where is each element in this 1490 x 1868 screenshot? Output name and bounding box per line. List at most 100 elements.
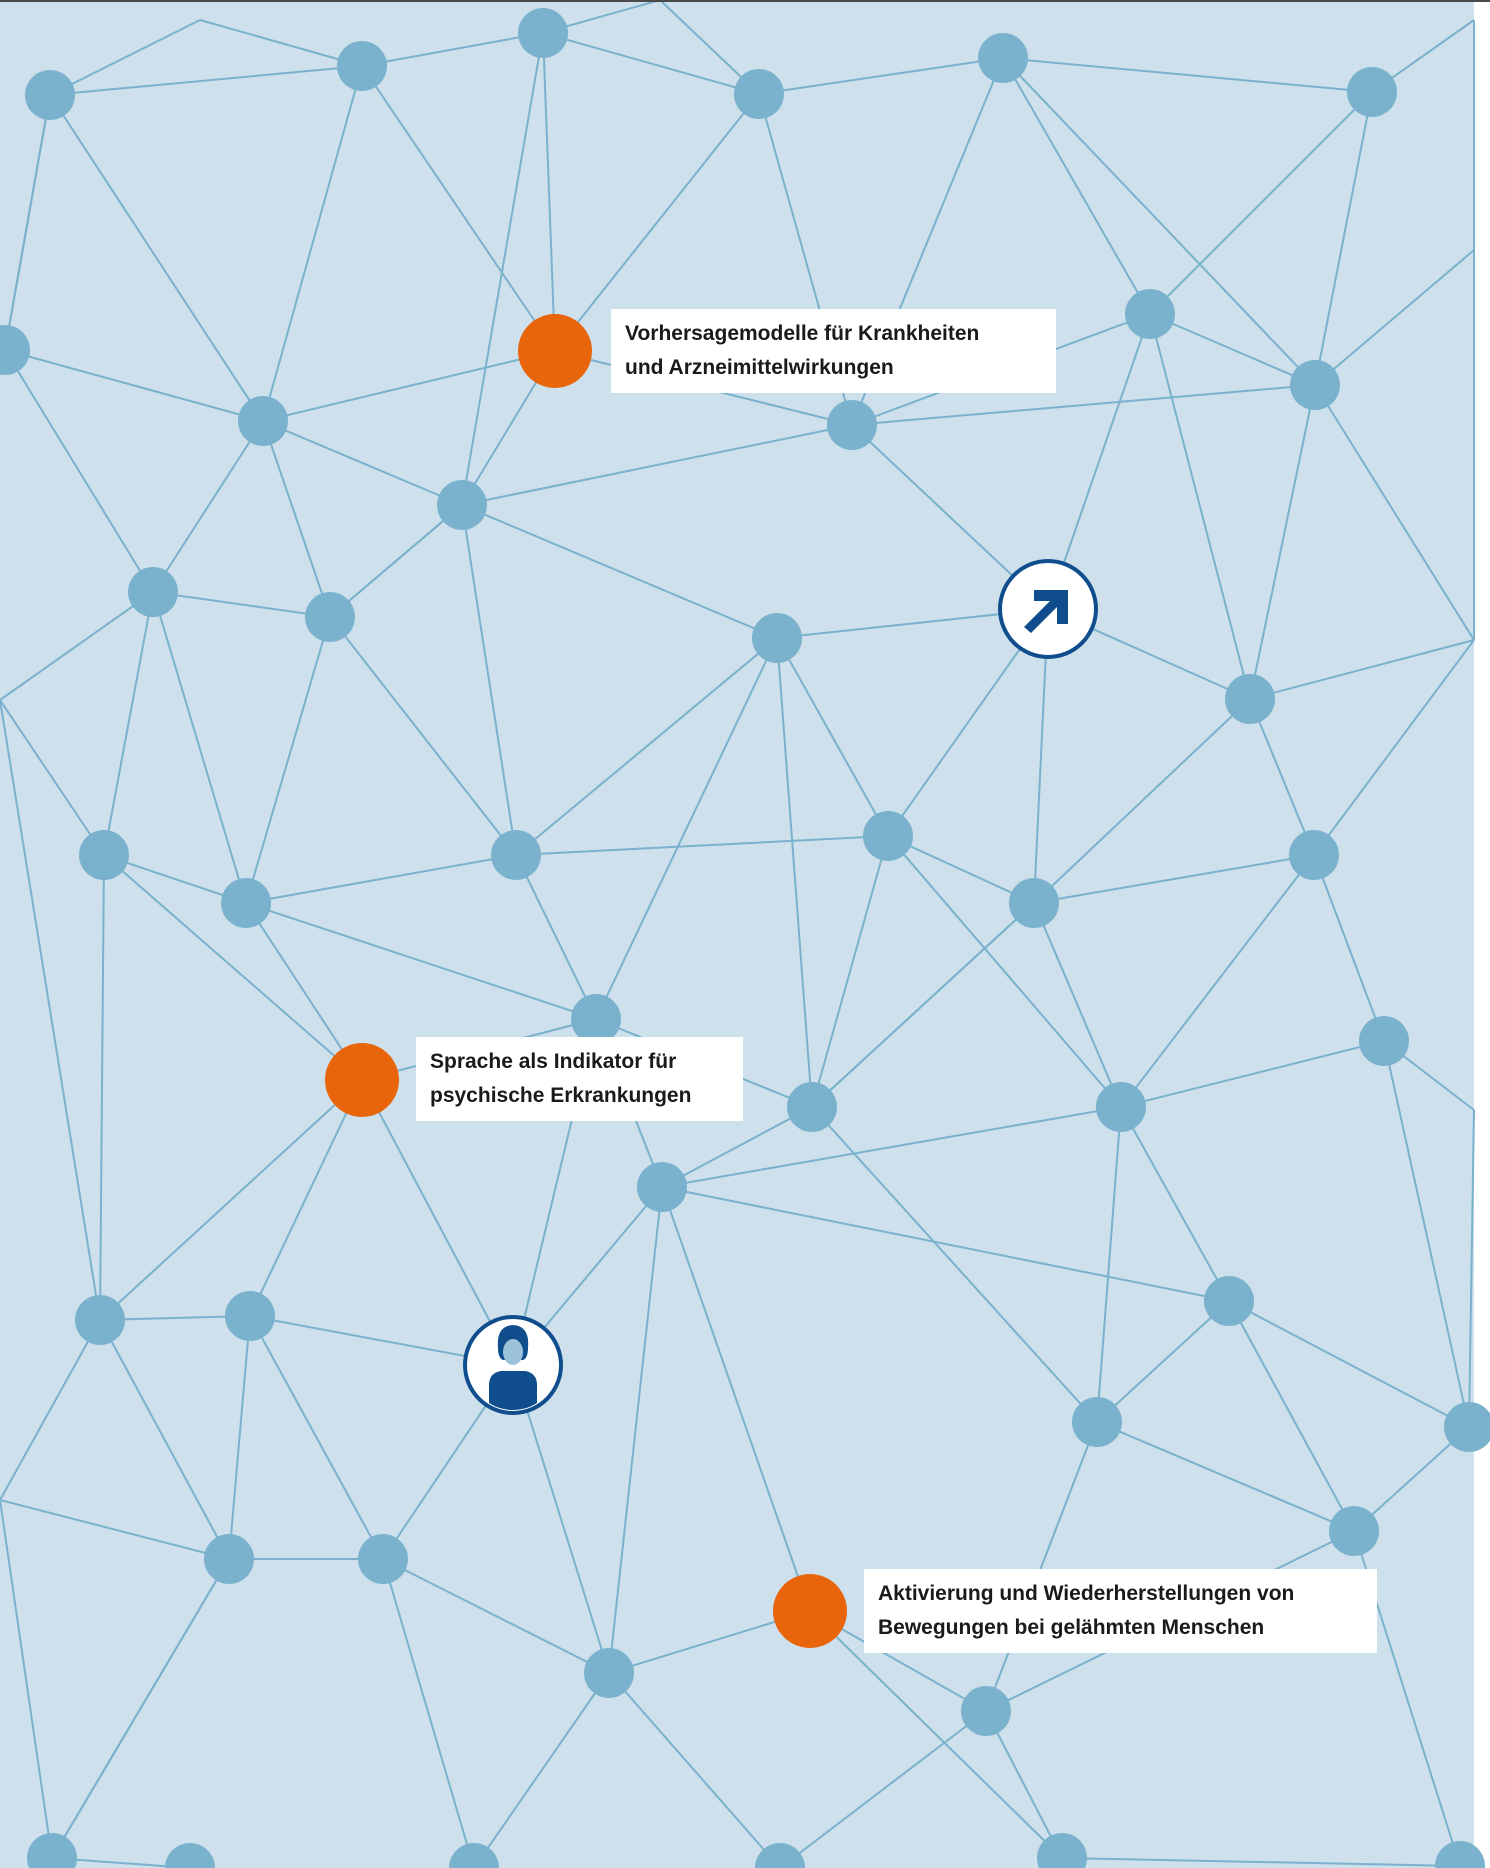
network-edge <box>99 854 105 1321</box>
network-node <box>752 613 802 663</box>
network-node <box>978 33 1028 83</box>
network-edge <box>473 1672 610 1868</box>
network-edge <box>809 1610 1063 1859</box>
arrow-up-right-icon <box>998 559 1098 659</box>
network-node <box>827 400 877 450</box>
network-edge <box>262 350 556 422</box>
network-edge <box>1149 91 1373 315</box>
network-edge <box>985 1421 1098 1712</box>
network-edge <box>1228 1300 1355 1532</box>
network-edge <box>99 1319 230 1560</box>
network-edge <box>0 1319 101 1501</box>
network-node <box>1290 360 1340 410</box>
network-node <box>1289 830 1339 880</box>
network-edge <box>811 835 889 1108</box>
person-icon <box>463 1315 563 1415</box>
network-node <box>1444 1402 1490 1452</box>
network-edge <box>515 854 597 1020</box>
network-edge <box>779 1710 987 1868</box>
network-node <box>75 1295 125 1345</box>
network-edge <box>461 504 778 639</box>
network-edge <box>554 93 760 352</box>
network-edge <box>1314 91 1373 386</box>
network-node <box>358 1534 408 1584</box>
network-edge <box>152 591 247 904</box>
network-edge <box>4 349 264 422</box>
network-edge <box>1096 1106 1122 1423</box>
network-edge <box>245 616 331 904</box>
network-edge <box>1033 698 1251 904</box>
network-edge <box>329 504 463 618</box>
network-edge <box>361 65 556 352</box>
label-movement-line1: Aktivierung und Wiederherstellungen von <box>878 1582 1295 1605</box>
network-node <box>305 592 355 642</box>
network-edge <box>1249 698 1315 856</box>
network-node <box>128 567 178 617</box>
right-margin <box>1474 0 1490 1868</box>
network-node <box>1359 1016 1409 1066</box>
network-node <box>1435 1841 1485 1868</box>
network-edge <box>1002 57 1373 93</box>
network-node <box>1096 1082 1146 1132</box>
network-node <box>863 811 913 861</box>
network-node <box>27 1833 77 1868</box>
network-edge <box>4 349 154 593</box>
network-edge <box>776 637 889 837</box>
network-edge <box>887 835 1035 904</box>
network-node <box>437 480 487 530</box>
label-movement-line2: Bewegungen bei gelähmten Menschen <box>878 1616 1265 1639</box>
network-edge <box>661 1186 1230 1302</box>
network-node <box>221 878 271 928</box>
network-node <box>571 994 621 1044</box>
network-edge <box>262 65 363 422</box>
network-edge <box>461 504 517 856</box>
network-edge <box>0 1499 53 1859</box>
network-edge <box>1149 313 1316 386</box>
network-edge <box>51 1558 230 1859</box>
network-edge <box>811 902 1035 1108</box>
highlight-node-language <box>325 1043 399 1117</box>
network-edge <box>661 1186 811 1612</box>
network-node <box>1037 1833 1087 1868</box>
network-node <box>491 830 541 880</box>
network-edge <box>1096 1300 1230 1423</box>
network-node <box>225 1291 275 1341</box>
network-edge <box>4 94 51 351</box>
network-node <box>961 1686 1011 1736</box>
network-edge <box>361 32 544 67</box>
network-edge <box>461 424 853 506</box>
network-node <box>238 396 288 446</box>
network-node <box>755 1843 805 1868</box>
network-edge <box>1249 384 1316 700</box>
network-edge <box>512 1364 610 1674</box>
network-node <box>1125 289 1175 339</box>
label-prediction-line1: Vorhersagemodelle für Krankheiten <box>625 322 980 345</box>
network-edge <box>851 384 1316 426</box>
network-node <box>734 69 784 119</box>
network-node <box>1072 1397 1122 1447</box>
network-edge <box>99 1315 251 1321</box>
network-edge <box>199 19 363 67</box>
network-node <box>637 1162 687 1212</box>
network-edge <box>461 32 544 506</box>
network-edge <box>1314 249 1475 386</box>
label-language-line1: Sprache als Indikator für <box>430 1050 677 1073</box>
network-edge <box>608 1672 781 1868</box>
network-edge <box>608 1186 663 1674</box>
network-edge <box>361 1079 514 1366</box>
network-edge <box>1313 639 1475 856</box>
network-edge <box>515 835 889 856</box>
network-edge <box>1353 1426 1470 1532</box>
network-edge <box>1314 384 1475 641</box>
network-edge <box>1468 1109 1475 1428</box>
network-node <box>79 830 129 880</box>
network-nodes <box>0 8 1490 1868</box>
network-edge <box>1002 57 1316 386</box>
network-edge <box>249 1079 363 1317</box>
network-node <box>204 1534 254 1584</box>
network-edge <box>1096 1421 1355 1532</box>
network-node <box>1009 878 1059 928</box>
highlight-node-movement <box>773 1574 847 1648</box>
